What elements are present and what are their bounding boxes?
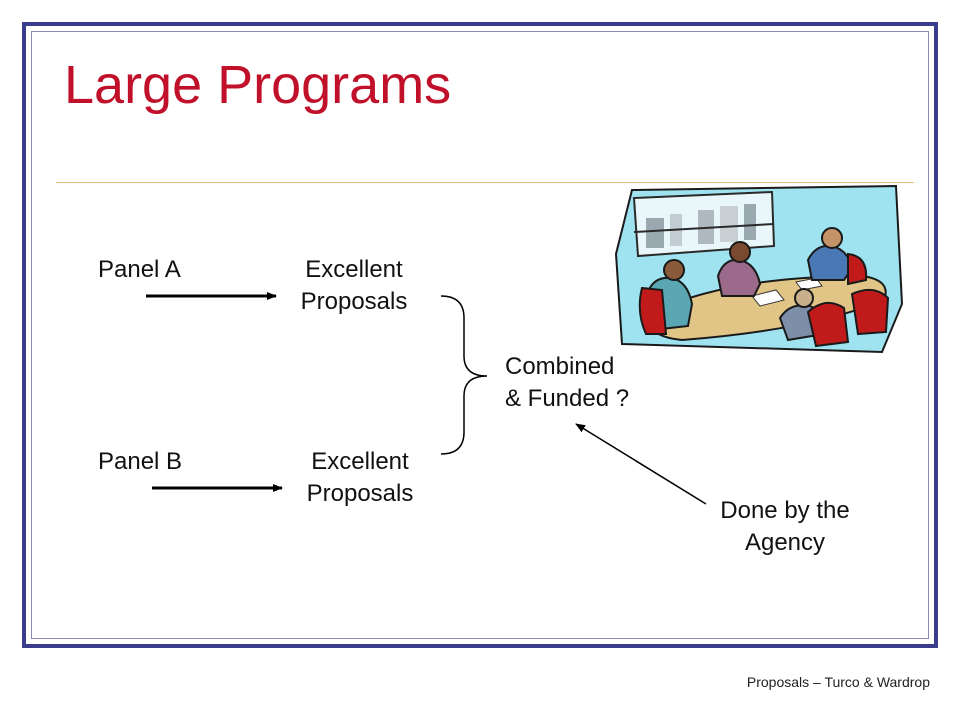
panel-b-label: Panel B <box>98 448 183 475</box>
meeting-room-icon <box>614 184 904 354</box>
combined-line1: Combined <box>505 353 615 380</box>
agency-label: Done by the Agency <box>700 495 870 559</box>
slide-footer: Proposals – Turco & Wardrop <box>746 674 930 690</box>
title-divider <box>56 182 914 183</box>
slide-frame-inner <box>31 31 929 639</box>
agency-line1: Done by the <box>720 497 850 524</box>
agency-line2: Agency <box>744 529 826 556</box>
panel-a-label: Panel A <box>98 256 181 283</box>
excellent-proposals-a: Excellent Proposals <box>282 254 426 318</box>
excellent-a-line1: Excellent <box>305 256 403 283</box>
excellent-b-line1: Excellent <box>311 448 409 475</box>
excellent-b-line2: Proposals <box>306 480 414 507</box>
combine-brace <box>440 295 488 455</box>
combined-funded-label: Combined & Funded ? <box>505 351 629 415</box>
agency-arrow <box>575 423 707 505</box>
combined-line2: & Funded ? <box>505 385 630 412</box>
slide-title: Large Programs <box>64 55 452 115</box>
excellent-a-line2: Proposals <box>300 288 408 315</box>
excellent-proposals-b: Excellent Proposals <box>288 446 432 510</box>
slide-frame-outer <box>22 22 938 648</box>
